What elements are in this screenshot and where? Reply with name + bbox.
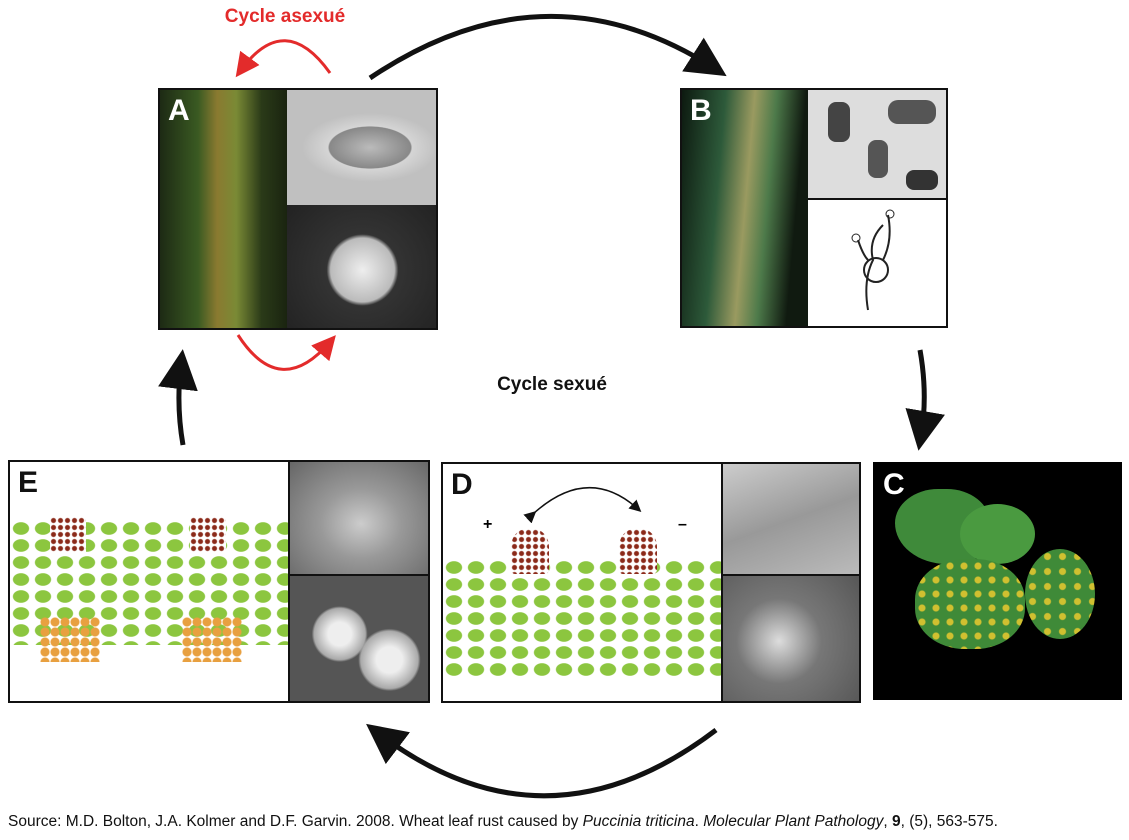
panel-a-letter: A: [168, 94, 190, 127]
panel-a: A: [158, 88, 438, 330]
source-citation: Source: M.D. Bolton, J.A. Kolmer and D.F…: [8, 813, 998, 831]
pycnium-sem-photo: [721, 464, 859, 574]
aeciospores-left: [40, 617, 100, 662]
basidium-drawing: [808, 198, 946, 326]
panel-d-letter: D: [451, 468, 473, 501]
pycnia-drawing: + –: [443, 464, 721, 701]
arrow-e-to-a: [158, 349, 198, 446]
teliospore-photo: [808, 90, 946, 198]
citation-volume: 9: [891, 813, 901, 830]
arrow-a-to-b: [368, 14, 727, 81]
uredinium-sem-photo: [287, 90, 436, 205]
asexual-arrow-bottom: [236, 334, 336, 371]
aeciospore-sem-photo: [288, 574, 428, 701]
arrow-b-to-c: [905, 349, 945, 451]
telia-leaf-photo: [682, 90, 808, 326]
aecium-sem-photo: [288, 462, 428, 574]
leaf-cells: [443, 559, 721, 679]
panel-e-letter: E: [18, 466, 39, 499]
arrow-d-to-e: [366, 723, 718, 799]
citation-pages: , (5), 563-575.: [900, 813, 998, 830]
panel-c-letter: C: [883, 468, 905, 501]
citation-comma: ,: [883, 813, 892, 830]
citation-species: Puccinia triticina: [582, 813, 695, 830]
aeciospores-right: [182, 617, 242, 662]
pycnium-left: [511, 529, 549, 574]
citation-text: Source: M.D. Bolton, J.A. Kolmer and D.F…: [8, 813, 583, 830]
pycnium-right: [619, 529, 657, 574]
panel-b: B: [680, 88, 948, 328]
panel-d: + – D: [441, 462, 861, 703]
panel-c: C: [873, 462, 1122, 700]
plus-mating-type: +: [483, 516, 493, 533]
aecium-drawing: [10, 462, 288, 701]
receptive-hypha-sem-photo: [721, 574, 859, 701]
citation-journal: Molecular Plant Pathology: [703, 813, 884, 830]
panel-b-letter: B: [690, 94, 712, 127]
minus-mating-type: –: [678, 516, 687, 533]
asexual-cycle-label: Cycle asexué: [224, 6, 346, 27]
infected-wheat-leaf-photo: [160, 90, 287, 328]
sexual-cycle-label: Cycle sexué: [497, 374, 607, 395]
citation-sep: .: [694, 813, 704, 830]
urediniospore-sem-photo: [287, 205, 436, 328]
panel-e: E: [8, 460, 430, 703]
asexual-arrow-top: [235, 39, 332, 78]
